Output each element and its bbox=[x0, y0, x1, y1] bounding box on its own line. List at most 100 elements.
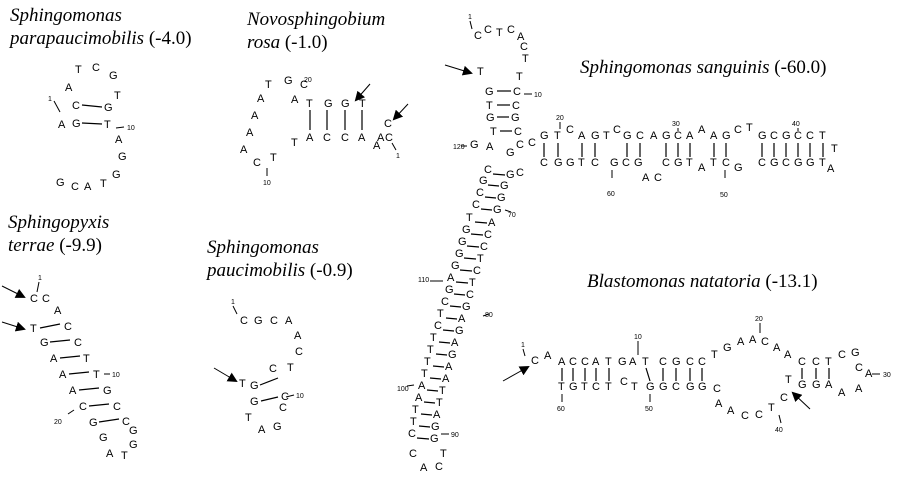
position-label: 10 bbox=[296, 393, 304, 400]
nucleotide: T bbox=[477, 253, 484, 265]
nucleotide: G bbox=[103, 385, 112, 397]
nucleotide: C bbox=[540, 157, 548, 169]
base-pair-bond bbox=[442, 329, 455, 332]
nucleotide: G bbox=[254, 315, 263, 327]
nucleotide: G bbox=[341, 98, 350, 110]
nucleotide: G bbox=[758, 130, 767, 142]
position-label: 1 bbox=[231, 299, 235, 306]
structure-blastomonas-natatoria: 1 C A A C C A T G A T C G C C T G A A C … bbox=[502, 316, 891, 434]
base-pair-bond bbox=[455, 281, 469, 284]
position-label: 20 bbox=[755, 316, 763, 323]
nucleotide: C bbox=[770, 130, 778, 142]
nucleotide: C bbox=[92, 62, 100, 74]
nucleotide: C bbox=[473, 265, 481, 277]
nucleotide: T bbox=[440, 448, 447, 460]
structure-sphingomonas-sanguinis: 1 C C T C A C T T T G C T C G G T C 10 bbox=[397, 14, 838, 474]
nucleotide: C bbox=[30, 293, 38, 305]
nucleotide: A bbox=[629, 356, 637, 368]
nucleotide: G bbox=[129, 439, 138, 451]
nucleotide: G bbox=[723, 342, 732, 354]
nucleotide: T bbox=[785, 374, 792, 386]
arrow-icon bbox=[354, 83, 371, 102]
position-label: 110 bbox=[418, 277, 429, 284]
nucleotide: C bbox=[838, 349, 846, 361]
nucleotide: T bbox=[83, 353, 90, 365]
nucleotide: T bbox=[104, 119, 111, 131]
nucleotide: T bbox=[631, 381, 638, 393]
base-pair-bond bbox=[474, 221, 488, 224]
nucleotide: A bbox=[578, 130, 586, 142]
nucleotide: A bbox=[415, 392, 423, 404]
nucleotide: A bbox=[433, 409, 441, 421]
position-label: 20 bbox=[304, 77, 312, 84]
free-energy: (-1.0) bbox=[284, 32, 328, 53]
nucleotide: A bbox=[58, 119, 66, 131]
nucleotide: C bbox=[654, 172, 662, 184]
nucleotide: A bbox=[773, 342, 781, 354]
position-tick bbox=[522, 348, 526, 357]
nucleotide: G bbox=[540, 130, 549, 142]
nucleotide: C bbox=[281, 391, 289, 403]
nucleotide: A bbox=[517, 31, 525, 43]
nucleotide: A bbox=[115, 134, 123, 146]
nucleotide: T bbox=[711, 349, 718, 361]
base-pair-bond bbox=[423, 401, 436, 404]
nucleotide: G bbox=[324, 98, 333, 110]
nucleotide: C bbox=[295, 346, 303, 358]
position-label: 20 bbox=[54, 419, 62, 426]
nucleotide: G bbox=[674, 157, 683, 169]
nucleotide: A bbox=[855, 383, 863, 395]
nucleotide: A bbox=[54, 305, 62, 317]
nucleotide: G bbox=[72, 118, 81, 130]
position-label: 1 bbox=[48, 96, 52, 103]
nucleotide: C bbox=[622, 157, 630, 169]
base-pair-bond bbox=[81, 104, 103, 108]
nucleotide: C bbox=[531, 355, 539, 367]
nucleotide: C bbox=[528, 137, 536, 149]
base-pair-bond bbox=[426, 389, 439, 392]
nucleotide: C bbox=[758, 157, 766, 169]
nucleotide: C bbox=[435, 461, 443, 473]
nucleotide: G bbox=[506, 147, 515, 159]
nucleotide: T bbox=[831, 143, 838, 155]
base-pair-bond bbox=[463, 257, 477, 260]
nucleotide: C bbox=[279, 402, 287, 414]
nucleotide: A bbox=[285, 315, 293, 327]
nucleotide: T bbox=[430, 332, 437, 344]
species-name-line: Sphingopyxis bbox=[8, 212, 110, 233]
nucleotide: T bbox=[239, 378, 246, 390]
nucleotide: T bbox=[686, 157, 693, 169]
nucleotide: G bbox=[40, 337, 49, 349]
nucleotide: T bbox=[605, 356, 612, 368]
nucleotide: T bbox=[412, 404, 419, 416]
nucleotide: C bbox=[42, 293, 50, 305]
nucleotide: A bbox=[69, 385, 77, 397]
nucleotide: G bbox=[458, 236, 467, 248]
nucleotide: A bbox=[240, 144, 248, 156]
position-label: 50 bbox=[720, 192, 728, 199]
nucleotide: C bbox=[466, 289, 474, 301]
nucleotide: G bbox=[455, 248, 464, 260]
nucleotide: C bbox=[71, 181, 79, 193]
nucleotide: A bbox=[306, 132, 314, 144]
nucleotide: T bbox=[477, 66, 484, 78]
nucleotide: T bbox=[578, 157, 585, 169]
nucleotide: A bbox=[592, 356, 600, 368]
position-label: 90 bbox=[451, 432, 459, 439]
species-name-line: Sphingomonas bbox=[10, 5, 122, 26]
nucleotide: C bbox=[592, 381, 600, 393]
position-label: 120 bbox=[453, 144, 465, 151]
nucleotide: C bbox=[269, 363, 277, 375]
nucleotide: C bbox=[474, 30, 482, 42]
nucleotide: T bbox=[437, 308, 444, 320]
nucleotide: G bbox=[109, 70, 118, 82]
base-pair-bond bbox=[429, 377, 442, 380]
base-pair-bond bbox=[59, 355, 81, 359]
base-pair-bond bbox=[98, 418, 120, 423]
nucleotide: T bbox=[93, 369, 100, 381]
position-tick bbox=[36, 281, 40, 293]
nucleotide: T bbox=[558, 381, 565, 393]
nucleotide: G bbox=[662, 130, 671, 142]
nucleotide: A bbox=[258, 424, 266, 436]
position-label: 40 bbox=[792, 121, 800, 128]
